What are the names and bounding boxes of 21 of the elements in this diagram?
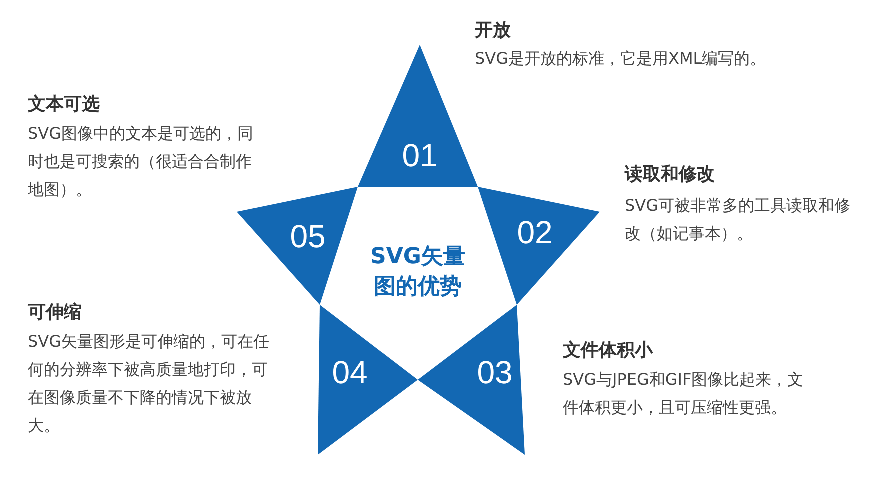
point-heading: 可伸缩 xyxy=(28,301,82,324)
star-point-triangle xyxy=(418,305,525,455)
point-heading: 读取和修改 xyxy=(625,163,715,186)
point-description: SVG可被非常多的工具读取和修改（如记事本）。 xyxy=(625,195,852,245)
point-description: SVG是开放的标准，它是用XML编写的。 xyxy=(475,48,768,70)
center-title: SVG矢量图的优势 xyxy=(363,242,473,302)
point-description: SVG矢量图形是可伸缩的，可在任何的分辨率下被高质量地打印，可在图像质量不下降的情况下被放大。 xyxy=(28,331,270,437)
point-heading: 文本可选 xyxy=(28,93,100,116)
star-point-triangle xyxy=(237,187,358,305)
step-number: 01 xyxy=(402,138,438,174)
step-number: 04 xyxy=(332,354,368,392)
point-description: SVG与JPEG和GIF图像比起来，文件体积更小，且可压缩性更强。 xyxy=(563,369,805,419)
star-point-triangle xyxy=(358,45,478,187)
step-number: 03 xyxy=(477,354,513,392)
star-point-triangle xyxy=(478,187,600,305)
step-number: 02 xyxy=(517,214,553,252)
step-number: 05 xyxy=(290,218,326,256)
point-heading: 文件体积小 xyxy=(563,339,653,362)
star-point-triangle xyxy=(318,305,418,455)
point-description: SVG图像中的文本是可选的，同时也是可搜索的（很适合合制作地图）。 xyxy=(28,123,254,201)
point-heading: 开放 xyxy=(475,19,511,42)
